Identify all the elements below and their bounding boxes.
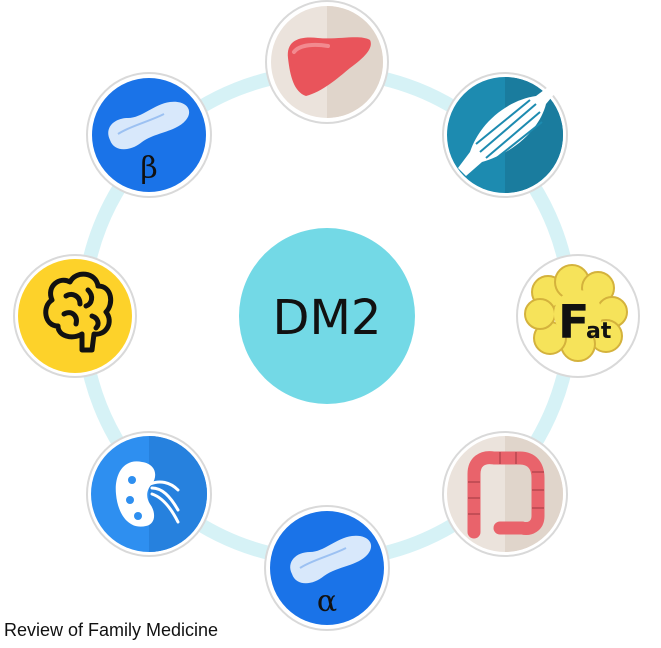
center-label: DM2 <box>273 290 382 346</box>
fat-label-small: at <box>586 319 612 344</box>
muscle-node <box>442 72 568 198</box>
intestine-icon <box>467 451 545 539</box>
brain-icon <box>43 271 114 353</box>
intestine-node <box>442 431 568 557</box>
center-node: DM2 <box>239 228 415 404</box>
pancreas-icon <box>290 535 372 584</box>
kidney-icon <box>115 461 180 527</box>
alpha-cell-node: α <box>264 505 390 631</box>
alpha-label: α <box>317 584 337 619</box>
pancreas-icon <box>108 101 190 150</box>
source-credit: Review of Family Medicine <box>4 620 219 640</box>
muscle-icon <box>458 84 556 176</box>
beta-label: β <box>140 151 157 186</box>
fat-label-big: F <box>558 295 589 349</box>
liver-node <box>265 0 389 124</box>
fat-node: F at <box>516 254 640 378</box>
brain-node <box>13 254 137 378</box>
liver-icon <box>287 37 371 96</box>
beta-cell-node: β <box>86 72 212 198</box>
kidney-node <box>86 431 212 557</box>
fat-tissue-icon <box>524 264 628 362</box>
